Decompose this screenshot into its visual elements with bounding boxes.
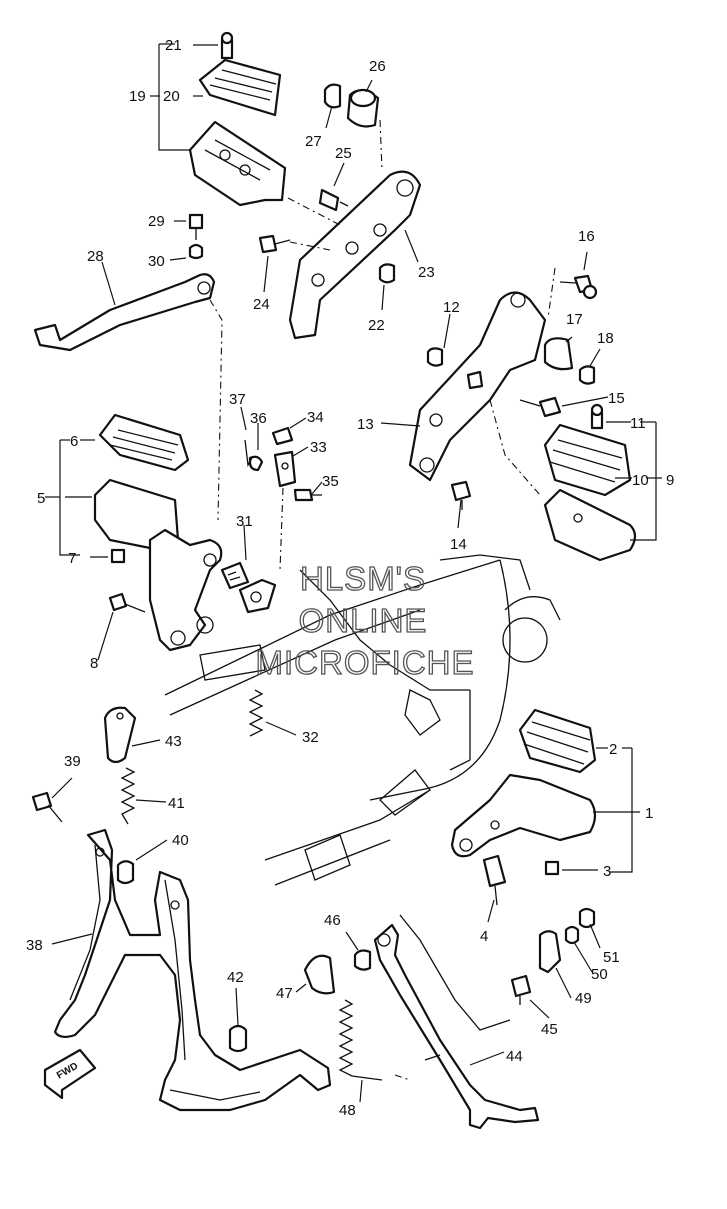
callout-5: 5 (37, 490, 45, 507)
callout-28: 28 (87, 248, 104, 265)
bush (543, 337, 574, 371)
watermark-line-2: ONLINE (299, 602, 428, 639)
main-stand-frame (53, 828, 332, 1112)
spring (338, 999, 383, 1081)
callout-26: 26 (369, 58, 386, 75)
stand-bracket (103, 706, 137, 764)
callout-22: 22 (368, 317, 385, 334)
footrest-rubber (518, 708, 597, 774)
footrest-bracket-plate (148, 528, 223, 652)
callout-21: 21 (165, 37, 182, 54)
front-footrest-left (45, 413, 190, 564)
callout-23: 23 (418, 264, 435, 281)
callout-41: 41 (168, 795, 185, 812)
main-stand (31, 706, 332, 1112)
rear-footrest-assembly-left (150, 31, 287, 207)
callout-32: 32 (302, 729, 319, 746)
footrest-bracket-front-left (97, 528, 223, 661)
front-footrest-right (489, 399, 662, 562)
shift-pedal (33, 213, 223, 521)
watermark-line-1: HLSM'S (300, 560, 426, 597)
spring (120, 767, 136, 825)
callout-6: 6 (70, 433, 78, 450)
callout-12: 12 (443, 299, 460, 316)
callout-7: 7 (68, 550, 76, 567)
callout-50: 50 (591, 966, 608, 983)
callout-31: 31 (236, 513, 253, 530)
footrest-bracket-plate (288, 170, 422, 340)
footrest-bracket-right (380, 251, 609, 529)
footrest (543, 488, 637, 562)
callout-40: 40 (172, 832, 189, 849)
frame-outline (164, 554, 561, 886)
callout-38: 38 (26, 937, 43, 954)
callout-4: 4 (480, 928, 488, 945)
callout-18: 18 (597, 330, 614, 347)
callout-9: 9 (666, 472, 674, 489)
watermark: HLSM'S ONLINE MICROFICHE (255, 559, 475, 681)
callout-27: 27 (305, 133, 322, 150)
callout-24: 24 (253, 296, 270, 313)
callout-49: 49 (575, 990, 592, 1007)
callout-15: 15 (608, 390, 625, 407)
callout-51: 51 (603, 949, 620, 966)
callout-3: 3 (603, 863, 611, 880)
callout-11: 11 (630, 415, 646, 432)
forward-arrow-icon (43, 1048, 97, 1100)
callout-30: 30 (148, 253, 165, 270)
callout-42: 42 (227, 969, 244, 986)
spring (248, 689, 264, 737)
callout-43: 43 (165, 733, 182, 750)
callout-37: 37 (229, 391, 246, 408)
callout-labels: 1 2 3 4 5 6 7 8 9 10 11 12 13 14 15 16 1… (26, 37, 674, 1119)
callout-47: 47 (276, 985, 293, 1002)
footrest-rubber (198, 58, 282, 117)
footrest-bracket (188, 120, 287, 207)
shift-arm (238, 578, 277, 614)
footrest-right-lower (450, 708, 640, 923)
callout-48: 48 (339, 1102, 356, 1119)
callout-16: 16 (578, 228, 595, 245)
footrest-rubber (98, 413, 190, 472)
callout-39: 39 (64, 753, 81, 770)
shift-lever (33, 273, 216, 352)
callout-33: 33 (310, 439, 327, 456)
callout-35: 35 (322, 473, 339, 490)
callout-44: 44 (506, 1048, 523, 1065)
watermark-line-3: MICROFICHE (256, 644, 475, 681)
callout-45: 45 (541, 1021, 558, 1038)
bushes-top (323, 79, 383, 171)
callout-20: 20 (163, 88, 180, 105)
callout-46: 46 (324, 912, 341, 929)
switch (510, 974, 532, 998)
callout-1: 1 (645, 805, 653, 822)
callout-19: 19 (129, 88, 146, 105)
side-stand-leg (373, 923, 540, 1130)
callout-34: 34 (307, 409, 324, 426)
callout-14: 14 (450, 536, 467, 553)
callout-29: 29 (148, 213, 165, 230)
callout-17: 17 (566, 311, 583, 328)
callout-36: 36 (250, 410, 267, 427)
callout-2: 2 (609, 741, 617, 758)
callout-8: 8 (90, 655, 98, 672)
shift-linkage (220, 406, 323, 737)
footrest (450, 773, 597, 858)
callout-10: 10 (632, 472, 649, 489)
callout-13: 13 (357, 416, 374, 433)
side-stand-bracket (303, 954, 336, 995)
rear-footrest-bracket-left (258, 162, 422, 340)
side-stand (295, 907, 601, 1130)
callout-25: 25 (335, 145, 352, 162)
